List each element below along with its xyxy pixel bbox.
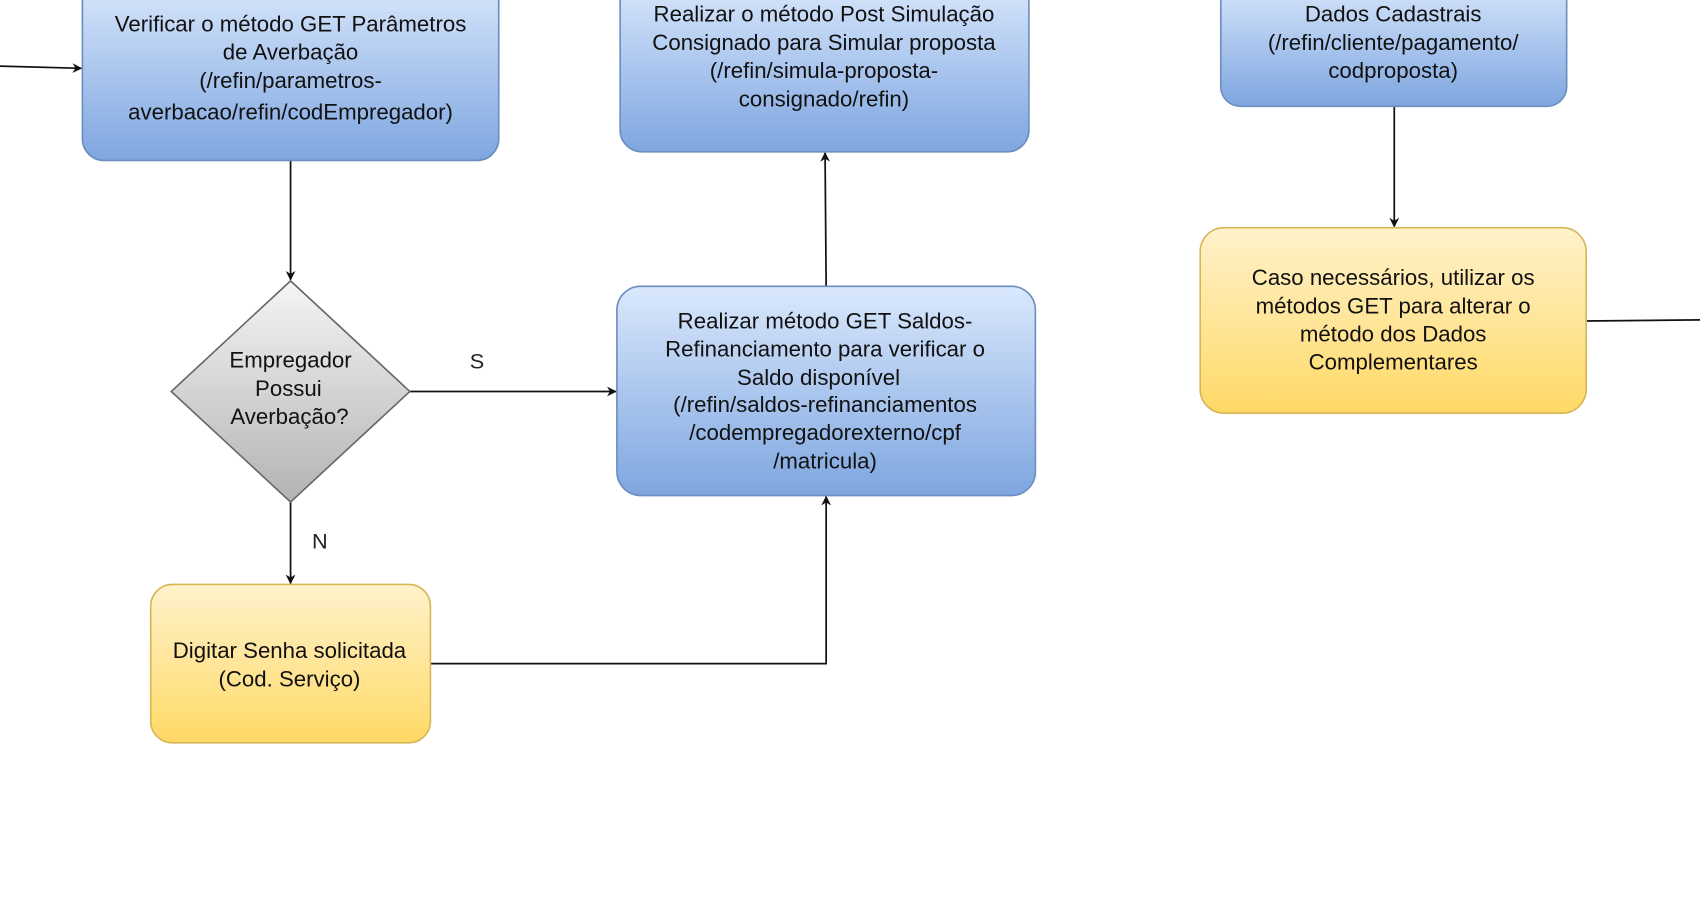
edges: S N (0, 63, 1700, 665)
edge-complementares-out (1586, 319, 1700, 322)
svg-text:(/refin/saldos-refinanciamento: (/refin/saldos-refinanciamentos (673, 392, 977, 417)
svg-text:Complementares: Complementares (1309, 350, 1478, 375)
svg-text:Dados Cadastrais: Dados Cadastrais (1305, 2, 1482, 27)
svg-text:(/refin/parametros-: (/refin/parametros- (199, 68, 382, 93)
svg-text:/codempregadorexterno/cpf: /codempregadorexterno/cpf (689, 420, 962, 445)
edge-senha-saldos (430, 495, 832, 665)
edge-saldos-simulacao (820, 151, 831, 287)
svg-text:Realizar método GET Saldos-: Realizar método GET Saldos- (678, 309, 973, 334)
edge-label-no: N (312, 529, 328, 554)
node-simulacao[interactable]: Realizar o método Post Simulação Consign… (619, 0, 1030, 153)
svg-text:Saldo disponível: Saldo disponível (737, 365, 900, 390)
svg-text:Consignado para Simular propos: Consignado para Simular proposta (652, 30, 996, 55)
node-saldos[interactable]: Realizar método GET Saldos- Refinanciame… (616, 285, 1037, 497)
node-complementares[interactable]: Caso necessários, utilizar os métodos GE… (1199, 226, 1587, 414)
svg-text:Possui: Possui (255, 376, 322, 401)
node-verificar[interactable]: Verificar o método GET Parâmetros de Ave… (81, 0, 500, 162)
svg-text:Empregador: Empregador (229, 348, 352, 373)
svg-text:codproposta): codproposta) (1328, 58, 1458, 83)
svg-text:(/refin/simula-proposta-: (/refin/simula-proposta- (710, 58, 938, 83)
svg-text:Digitar Senha solicitada: Digitar Senha solicitada (173, 638, 407, 663)
svg-text:Averbação?: Averbação? (230, 404, 348, 429)
node-cadastrais[interactable]: Dados Cadastrais (/refin/cliente/pagamen… (1219, 0, 1568, 108)
node-senha[interactable]: Digitar Senha solicitada (Cod. Serviço) (149, 583, 432, 744)
svg-text:/matricula): /matricula) (773, 448, 877, 473)
svg-text:métodos GET para alterar o: métodos GET para alterar o (1256, 293, 1531, 318)
svg-text:averbacao/refin/codEmpregador): averbacao/refin/codEmpregador) (128, 99, 453, 124)
svg-text:(/refin/cliente/pagamento/: (/refin/cliente/pagamento/ (1268, 30, 1520, 55)
svg-text:Caso necessários, utilizar os: Caso necessários, utilizar os (1252, 265, 1535, 290)
svg-text:(Cod. Serviço): (Cod. Serviço) (218, 666, 360, 691)
svg-text:método dos Dados: método dos Dados (1300, 322, 1487, 347)
edge-label-yes: S (470, 349, 484, 374)
svg-text:Realizar o método Post Simulaç: Realizar o método Post Simulação (654, 2, 995, 27)
svg-text:consignado/refin): consignado/refin) (739, 86, 909, 111)
svg-text:Refinanciamento para verificar: Refinanciamento para verificar o (665, 337, 985, 362)
svg-text:Verificar o método GET Parâmet: Verificar o método GET Parâmetros (115, 11, 467, 36)
node-decisao[interactable]: Empregador Possui Averbação? (170, 279, 412, 504)
edge-incoming (0, 63, 83, 73)
svg-text:de Averbação: de Averbação (223, 40, 358, 65)
